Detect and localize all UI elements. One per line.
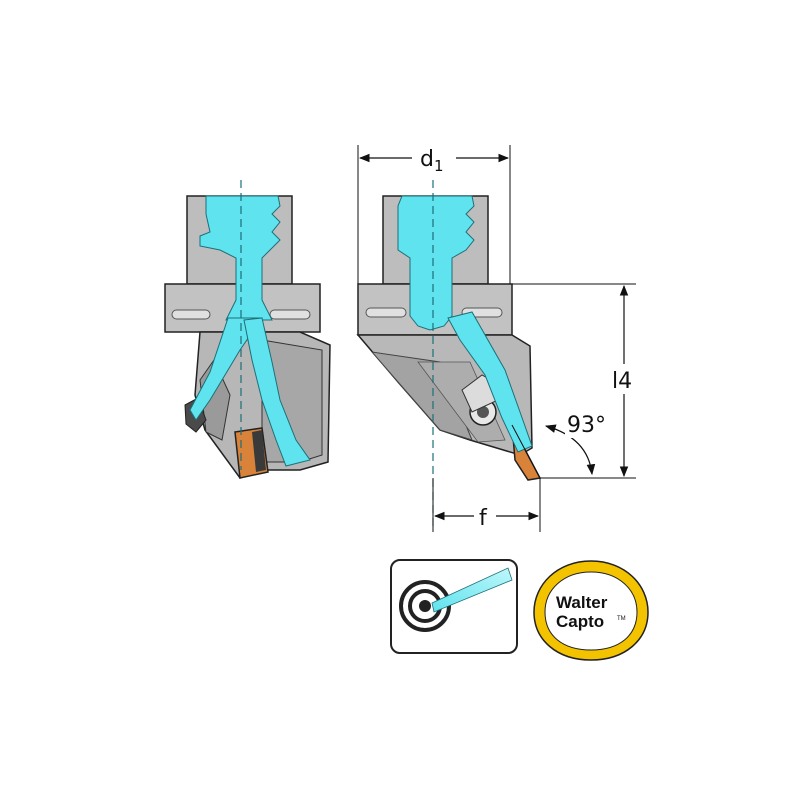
dimensions: d1 l4 f 93° [357,145,636,532]
internal-coolant-icon [390,559,518,654]
angle-arc [544,424,596,476]
right-coolant-channels [397,195,533,453]
svg-text:d1: d1 [420,147,444,175]
walter-text: Walter [556,593,608,612]
right-view [356,180,542,530]
angle-label: 93° [567,413,606,438]
f-label: f [479,506,488,531]
left-view [164,180,331,479]
l4-label: l4 [612,369,632,394]
d1-label: d [420,147,434,172]
left-coolant-channels [189,195,311,467]
capto-text: Capto [556,612,604,631]
trademark-text: TM [617,616,626,622]
walter-capto-logo: Walter Capto TM [533,560,649,661]
d1-subscript: 1 [434,157,444,175]
